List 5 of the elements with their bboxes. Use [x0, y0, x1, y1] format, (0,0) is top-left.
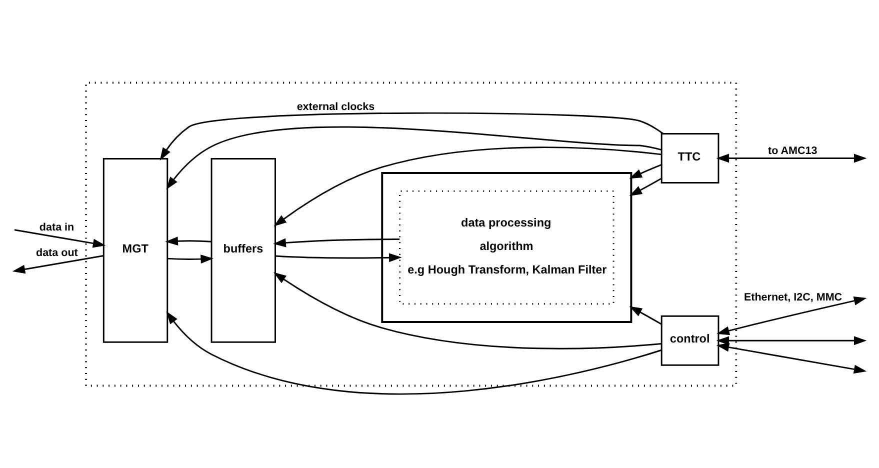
edge-label: data in: [39, 221, 74, 234]
edge-label: data out: [36, 246, 78, 259]
edge-label: external clocks: [296, 100, 375, 113]
edge-label: Ethernet, I2C, MMC: [744, 290, 842, 303]
edge-label: to AMC13: [768, 144, 818, 157]
